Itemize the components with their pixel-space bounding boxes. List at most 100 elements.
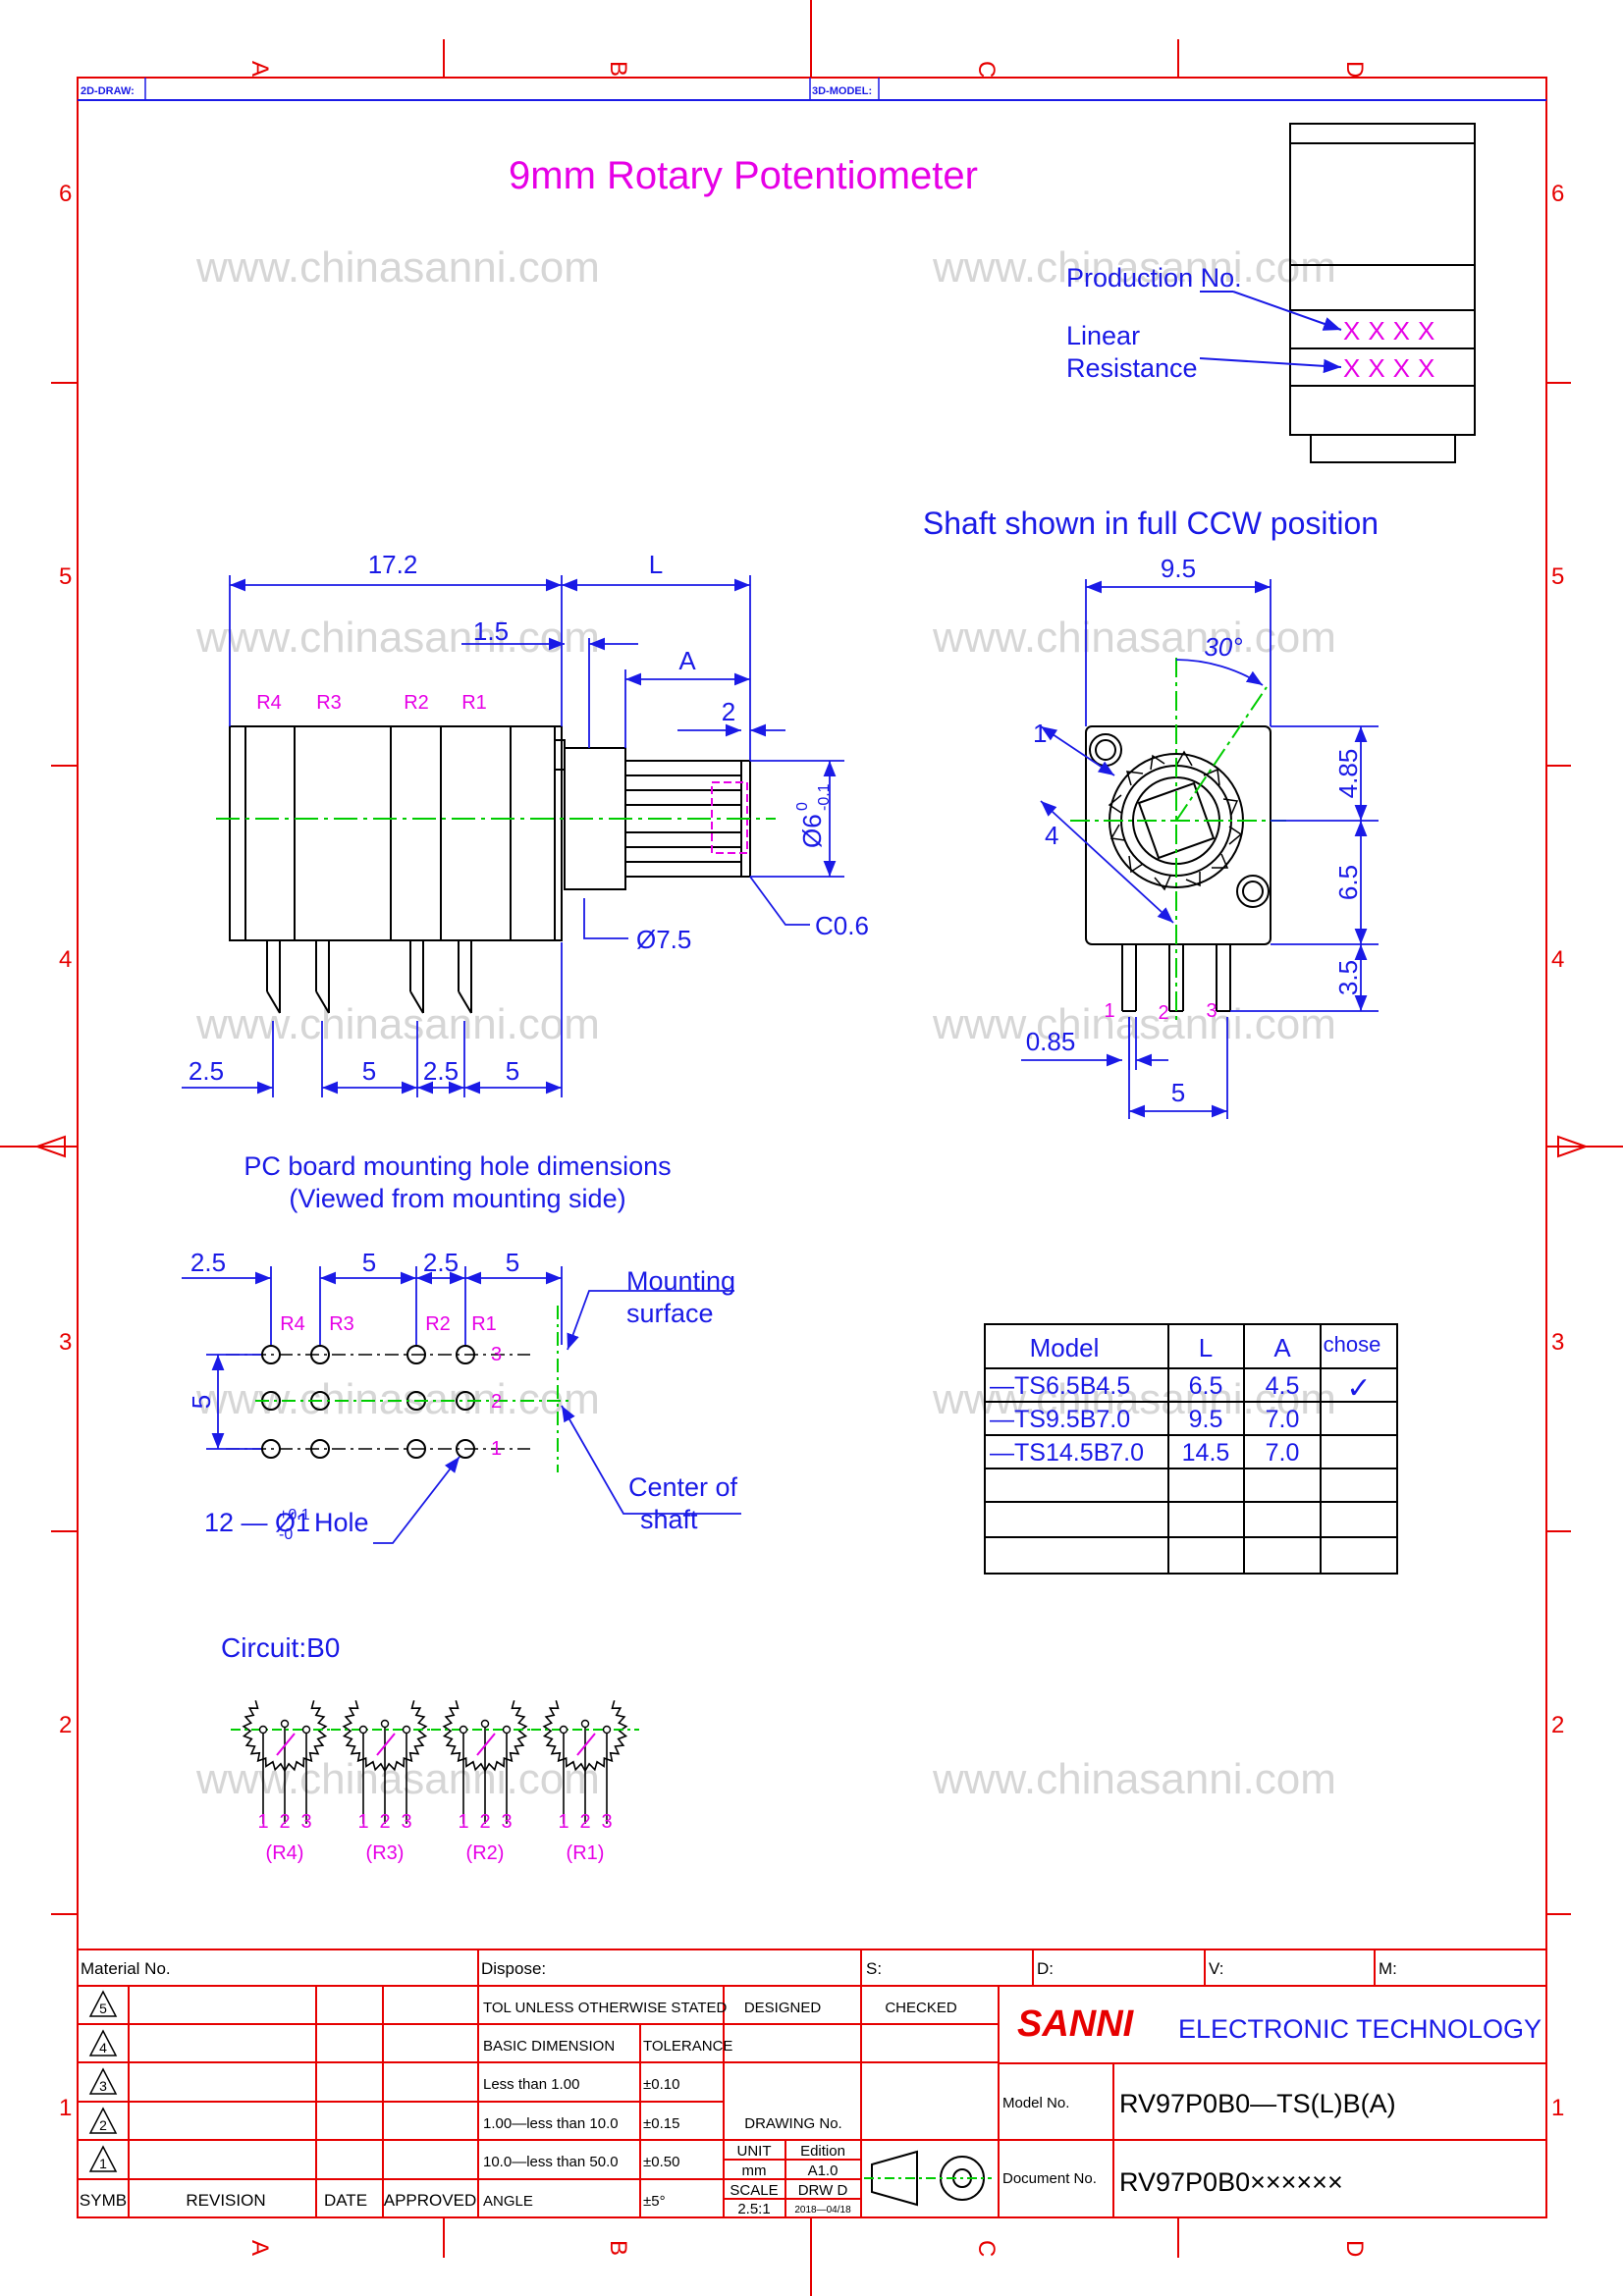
front-view: Shaft shown in full CCW position 1 2 3 bbox=[923, 506, 1379, 1119]
top-strip: 2D-DRAW: 3D-MODEL: bbox=[78, 78, 1546, 101]
table-cell-model: —TS14.5B7.0 bbox=[990, 1439, 1144, 1467]
circuit-unit-label: (R3) bbox=[366, 1842, 405, 1864]
circuit-unit-label: (R2) bbox=[466, 1842, 505, 1864]
table-cell-chose: ✓ bbox=[1346, 1372, 1371, 1405]
dim-pin-pitch: 5 bbox=[362, 1056, 376, 1086]
table-header: A bbox=[1273, 1333, 1291, 1362]
edition-label: Edition bbox=[800, 2143, 845, 2160]
watermark: www.chinasanni.com bbox=[932, 243, 1336, 292]
zone-col-label: B bbox=[605, 61, 631, 77]
mounting-label-sub: surface bbox=[626, 1299, 714, 1328]
dim-pcb-pitch: 5 bbox=[362, 1248, 376, 1277]
dim-chamfer: C0.6 bbox=[815, 911, 869, 940]
tol-value: ±0.15 bbox=[643, 2115, 679, 2132]
angle-label: ANGLE bbox=[483, 2193, 533, 2210]
scale-label: SCALE bbox=[730, 2182, 778, 2199]
m-label: M: bbox=[1379, 1959, 1397, 1978]
zone-col-label: B bbox=[605, 2240, 631, 2256]
production-no-label: Production No. bbox=[1066, 263, 1242, 293]
resistance-label: Resistance bbox=[1066, 353, 1198, 383]
dim-bush-diameter: Ø7.5 bbox=[636, 925, 691, 954]
pin-number: 1 bbox=[491, 1438, 502, 1460]
circuit-unit-label: (R1) bbox=[567, 1842, 605, 1864]
drw-date: 2018—04/18 bbox=[794, 2205, 851, 2216]
rev-symbol: 1 bbox=[99, 2156, 107, 2171]
zone-row-label: 1 bbox=[1551, 2095, 1564, 2121]
side-view: R4 R3 R2 R1 bbox=[182, 550, 869, 1097]
pin-number: 3 bbox=[1206, 1000, 1217, 1022]
table-cell-l: 9.5 bbox=[1189, 1406, 1223, 1433]
dispose-label: Dispose: bbox=[481, 1959, 546, 1978]
circuit-pin-number: 2 bbox=[279, 1811, 290, 1833]
table-cell-a: 7.0 bbox=[1266, 1439, 1300, 1467]
table-cell-model: —TS9.5B7.0 bbox=[990, 1406, 1130, 1433]
production-marks: XXXX bbox=[1343, 316, 1442, 346]
zone-row-label: 3 bbox=[59, 1329, 72, 1356]
tol-value: ±0.10 bbox=[643, 2076, 679, 2093]
tolerance-label: TOLERANCE bbox=[643, 2038, 732, 2055]
dim-shaft-tol-upper: 0 bbox=[794, 802, 811, 811]
circuit-pin-number: 2 bbox=[479, 1811, 490, 1833]
tol-range: 10.0—less than 50.0 bbox=[483, 2154, 619, 2170]
projection-symbol-icon bbox=[864, 2150, 992, 2207]
edition-value: A1.0 bbox=[808, 2163, 839, 2179]
angle-tol: ±5° bbox=[643, 2193, 666, 2210]
zone-col-label: C bbox=[973, 61, 1000, 78]
dim-slot: 2 bbox=[722, 697, 735, 726]
watermark: www.chinasanni.com bbox=[932, 1000, 1336, 1048]
circuit-pin-number: 3 bbox=[300, 1811, 311, 1833]
zone-labels: A B C D A B C D 6 5 4 3 2 1 6 5 4 3 2 1 bbox=[59, 61, 1564, 2257]
zone-col-label: D bbox=[1341, 2240, 1368, 2257]
rotor-label: R4 bbox=[280, 1313, 305, 1335]
dim-slot-length: 4 bbox=[1045, 821, 1058, 850]
dim-shaft-diameter: Ø6 bbox=[797, 814, 827, 848]
dim-center-to-body: 6.5 bbox=[1333, 865, 1363, 900]
rev-symbol: 5 bbox=[99, 2001, 107, 2016]
symb-label: SYMB bbox=[80, 2191, 127, 2210]
rotor-label: R2 bbox=[425, 1313, 451, 1335]
dim-pin-spacing: 5 bbox=[1171, 1078, 1185, 1107]
rotor-label: R1 bbox=[461, 692, 487, 714]
circuit-pin-number: 1 bbox=[257, 1811, 268, 1833]
zone-row-label: 1 bbox=[59, 2095, 72, 2121]
v-label: V: bbox=[1209, 1959, 1223, 1978]
s-label: S: bbox=[866, 1959, 882, 1978]
tol-range: Less than 1.00 bbox=[483, 2076, 579, 2093]
zone-row-label: 2 bbox=[59, 1712, 72, 1738]
linear-label: Linear bbox=[1066, 321, 1140, 350]
dim-shaft-tol-lower: -0.1 bbox=[816, 783, 833, 811]
table-cell-a: 4.5 bbox=[1266, 1372, 1300, 1400]
designed-label: DESIGNED bbox=[744, 2000, 822, 2016]
model-3d-label: 3D-MODEL: bbox=[812, 85, 872, 97]
rev-symbol: 2 bbox=[99, 2117, 107, 2133]
mounting-label: Mounting bbox=[626, 1266, 735, 1296]
table-cell-model: —TS6.5B4.5 bbox=[990, 1372, 1130, 1400]
hole-spec: 12 — Ø1 bbox=[204, 1508, 310, 1537]
dim-pin-offset: 2.5 bbox=[189, 1056, 224, 1086]
circuit-pin-number: 1 bbox=[558, 1811, 568, 1833]
center-label: Center of bbox=[628, 1472, 738, 1502]
zone-row-label: 4 bbox=[59, 946, 72, 973]
rev-symbol: 3 bbox=[99, 2078, 107, 2094]
resistance-marks: XXXX bbox=[1343, 353, 1442, 383]
zone-col-label: C bbox=[973, 2240, 1000, 2257]
checked-label: CHECKED bbox=[885, 2000, 957, 2016]
circuit-pin-number: 2 bbox=[379, 1811, 390, 1833]
pcb-caption-sub: (Viewed from mounting side) bbox=[289, 1184, 625, 1213]
scale-value: 2.5:1 bbox=[737, 2201, 770, 2217]
table-cell-a: 7.0 bbox=[1266, 1406, 1300, 1433]
dim-body-length: 17.2 bbox=[368, 550, 418, 579]
watermark: www.chinasanni.com bbox=[195, 1375, 600, 1423]
zone-row-label: 6 bbox=[59, 181, 72, 207]
zone-row-label: 4 bbox=[1551, 946, 1564, 973]
document-no-label: Document No. bbox=[1002, 2170, 1097, 2187]
zone-row-label: 3 bbox=[1551, 1329, 1564, 1356]
dim-pcb-row-spacing: 5 bbox=[187, 1395, 216, 1409]
date-label: DATE bbox=[324, 2191, 367, 2210]
table-cell-l: 6.5 bbox=[1189, 1372, 1223, 1400]
drw-label: DRW D bbox=[798, 2182, 848, 2199]
